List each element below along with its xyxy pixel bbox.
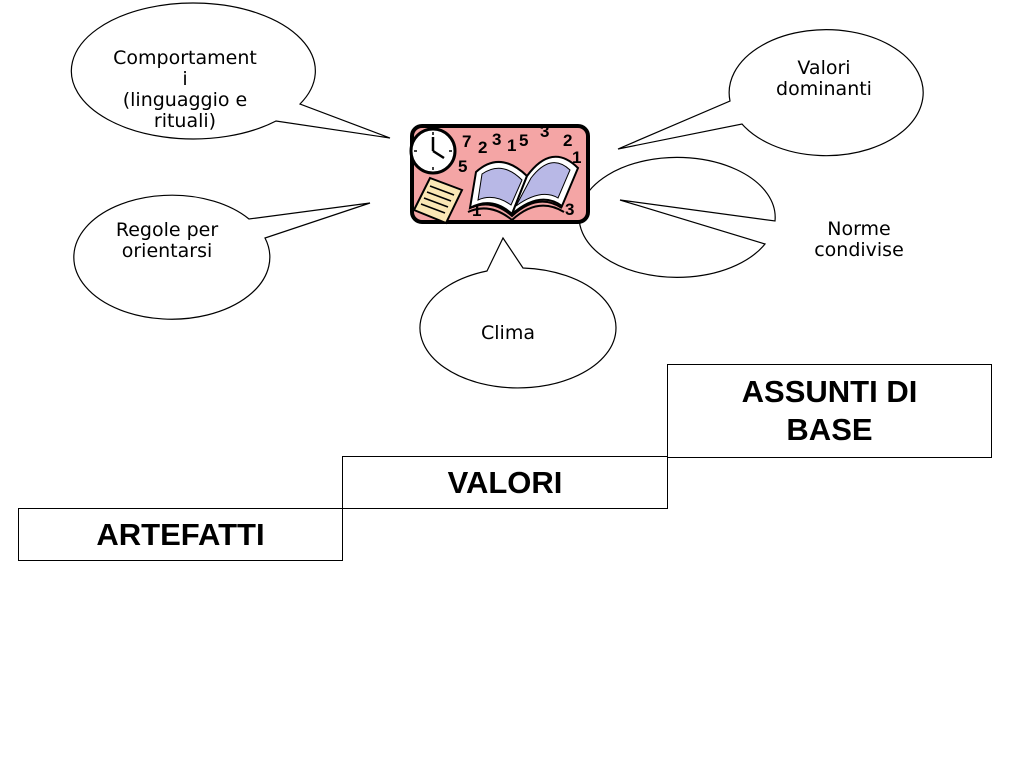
paper-icon (412, 176, 464, 225)
clipart-number: 3 (492, 130, 501, 149)
step-valori: VALORI (342, 456, 668, 509)
clipart-number: 5 (519, 131, 528, 150)
bubble-line: orientarsi (121, 240, 213, 262)
clipart-number: 1 (507, 136, 516, 155)
bubble-line: rituali) (153, 110, 217, 132)
clipart-number: 1 (472, 201, 481, 220)
callout-bubble-valori-dominanti (617, 29, 924, 157)
clipart-number: 1 (572, 148, 581, 167)
bubble-text-norme: Norme condivise (794, 219, 924, 261)
step-label-line: BASE (786, 412, 873, 447)
clipart-number: 2 (478, 138, 487, 157)
open-book-icon (467, 155, 580, 222)
callout-bubble-comportamenti (70, 2, 391, 140)
bubble-line: (linguaggio e (122, 89, 248, 111)
callout-bubble-clima (419, 236, 617, 389)
clipart-number: 5 (458, 157, 467, 176)
clipart-numbers: 7 2 3 1 5 3 2 1 5 1 3 (458, 122, 581, 220)
step-label: ARTEFATTI (96, 516, 265, 552)
callout-bubble-regole (73, 194, 371, 320)
bubble-text-clima: Clima (458, 323, 558, 344)
bubble-text-regole: Regole per orientarsi (102, 220, 232, 262)
bubble-line: dominanti (776, 78, 872, 100)
clipart-number: 3 (540, 122, 549, 141)
clipart-number: 3 (565, 200, 574, 219)
bubble-line: Norme (827, 218, 891, 240)
book-clock-papers-clipart: 7 2 3 1 5 3 2 1 5 1 3 (409, 122, 590, 225)
bubble-line: condivise (814, 239, 904, 261)
step-label: VALORI (447, 464, 563, 500)
bubble-line: Comportament (113, 47, 257, 69)
step-label: ASSUNTI DI BASE (742, 373, 918, 449)
bubble-text-comportamenti: Comportament i (linguaggio e rituali) (100, 48, 270, 132)
clock-icon (409, 127, 457, 175)
bubble-text-valori-dominanti: Valori dominanti (764, 58, 884, 100)
clipart-number: 7 (462, 132, 471, 151)
step-artefatti: ARTEFATTI (18, 508, 343, 561)
bubble-line: Regole per (115, 219, 219, 241)
bubble-line: i (182, 68, 188, 90)
step-assunti-di-base: ASSUNTI DI BASE (667, 364, 992, 458)
bubble-line: Clima (481, 322, 535, 344)
clipart-number: 2 (563, 131, 572, 150)
bubble-line: Valori (797, 57, 851, 79)
callout-bubble-norme (578, 156, 776, 278)
step-label-line: ASSUNTI DI (741, 374, 918, 409)
